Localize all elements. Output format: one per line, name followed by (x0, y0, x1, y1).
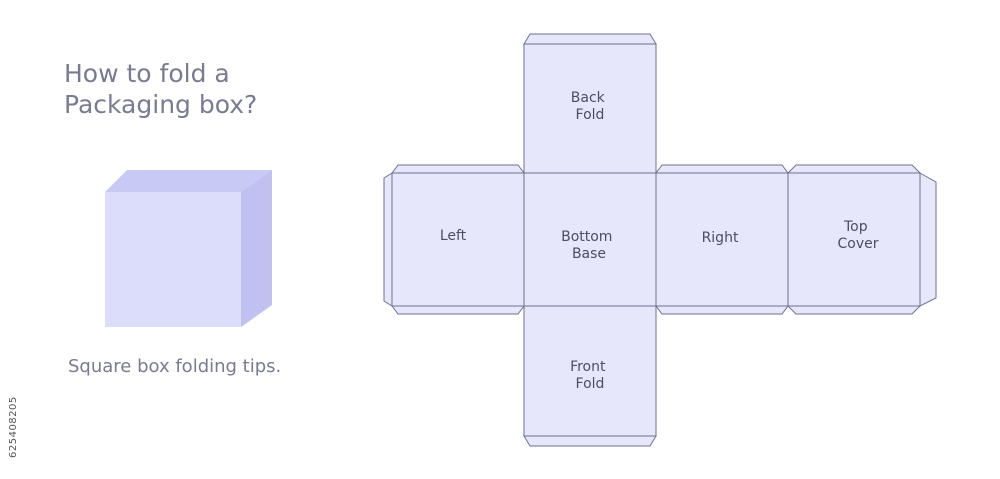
top-cover-bottom-flap (786, 305, 922, 315)
top-cover-top-flap (786, 164, 922, 174)
cube-front-face (105, 192, 241, 327)
cube-icon (105, 170, 272, 327)
left-panel (391, 172, 525, 307)
front-tuck-tab (523, 435, 657, 447)
cube-top-face (105, 170, 272, 192)
top-cover-label: Top Cover (838, 219, 879, 252)
cube-illustration (100, 165, 280, 339)
back-fold-label: Back Fold (571, 90, 609, 123)
back-tuck-tab (523, 33, 657, 45)
subtitle: Square box folding tips. (68, 356, 282, 377)
right-top-flap (655, 164, 789, 174)
right-panel (655, 172, 789, 307)
cube-side-face (241, 170, 272, 327)
left-top-flap (391, 164, 525, 174)
right-bottom-flap (655, 305, 789, 315)
top-cover-panel (787, 172, 921, 307)
bottom-base-panel (523, 172, 657, 307)
left-glue-tab (383, 172, 393, 307)
front-fold-label: Front Fold (570, 359, 610, 392)
page-title: How to fold a Packaging box? (64, 59, 258, 119)
bottom-base-label: Bottom Base (561, 229, 617, 262)
right-label: Right (702, 230, 739, 246)
left-bottom-flap (391, 305, 525, 315)
left-label: Left (440, 228, 467, 244)
top-cover-tuck-tab (919, 172, 937, 307)
